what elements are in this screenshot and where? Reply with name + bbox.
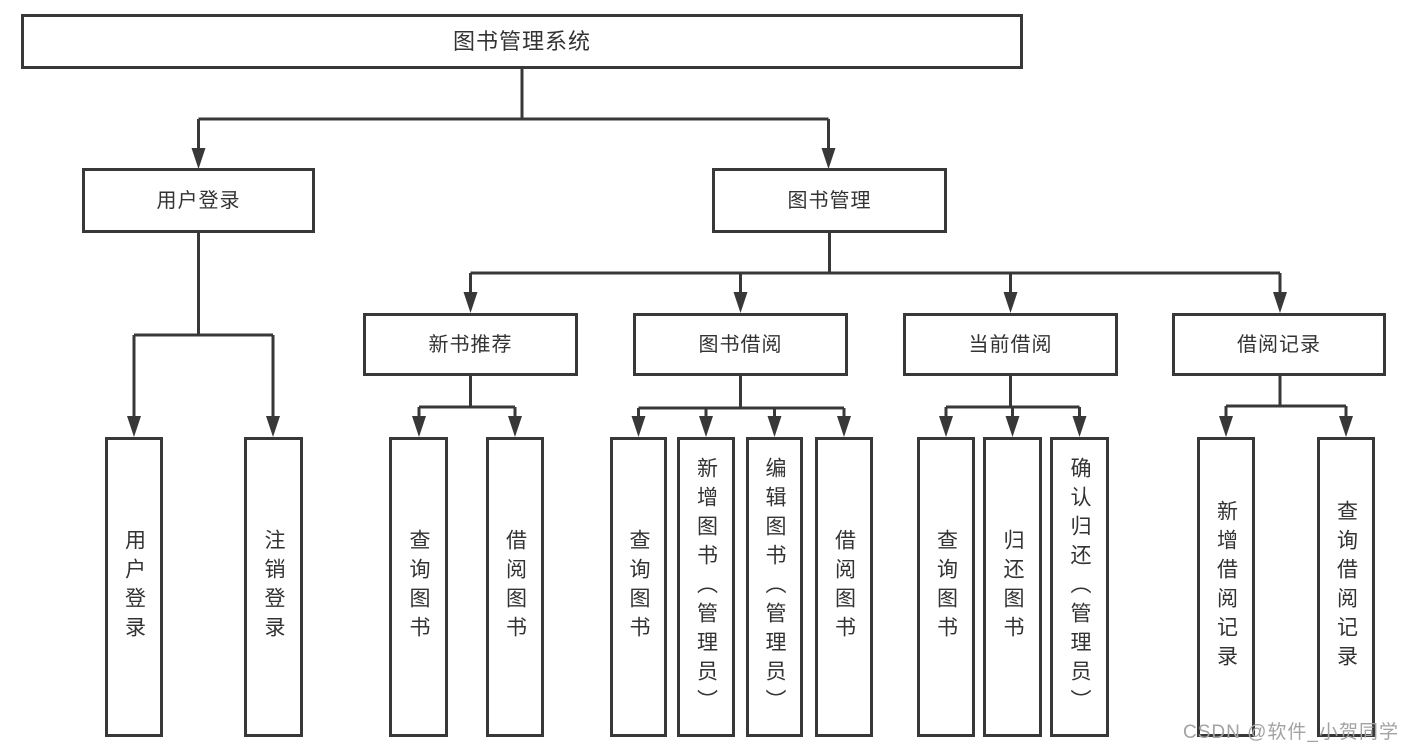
connector-book-borrow-children (631, 376, 851, 437)
node-borrow-record: 借阅记录 (1172, 313, 1386, 376)
node-book-management: 图书管理 (712, 168, 947, 233)
connector-book-management-children (463, 233, 1287, 313)
connector-borrow-record-children (1219, 376, 1353, 437)
connector-user-login-children (127, 233, 280, 437)
leaf-confirm-return-admin: 确认归还（管理员） (1050, 437, 1109, 737)
leaf-user-login: 用户登录 (105, 437, 163, 737)
node-new-book-recommend: 新书推荐 (363, 313, 578, 376)
leaf-borrow-books: 借阅图书 (815, 437, 873, 737)
connector-root-to-level1 (191, 69, 836, 169)
leaf-return-books: 归还图书 (983, 437, 1042, 737)
node-user-login: 用户登录 (82, 168, 315, 233)
leaf-logout: 注销登录 (244, 437, 303, 737)
leaf-edit-books-admin: 编辑图书（管理员） (746, 437, 803, 737)
node-book-borrow: 图书借阅 (633, 313, 848, 376)
leaf-query-borrow-record: 查询借阅记录 (1317, 437, 1375, 737)
leaf-query-books-recommend: 查询图书 (389, 437, 448, 737)
node-root: 图书管理系统 (21, 14, 1023, 69)
leaf-borrow-books-recommend: 借阅图书 (486, 437, 544, 737)
node-current-borrow: 当前借阅 (903, 313, 1118, 376)
connector-current-borrow-children (939, 376, 1087, 437)
leaf-add-books-admin: 新增图书（管理员） (677, 437, 735, 737)
leaf-add-borrow-record: 新增借阅记录 (1197, 437, 1255, 737)
leaf-query-books-borrow: 查询图书 (610, 437, 667, 737)
connector-new-book-children (412, 376, 522, 437)
csdn-watermark: CSDN @软件_小贺同学 (1183, 722, 1399, 743)
leaf-query-books-current: 查询图书 (917, 437, 975, 737)
